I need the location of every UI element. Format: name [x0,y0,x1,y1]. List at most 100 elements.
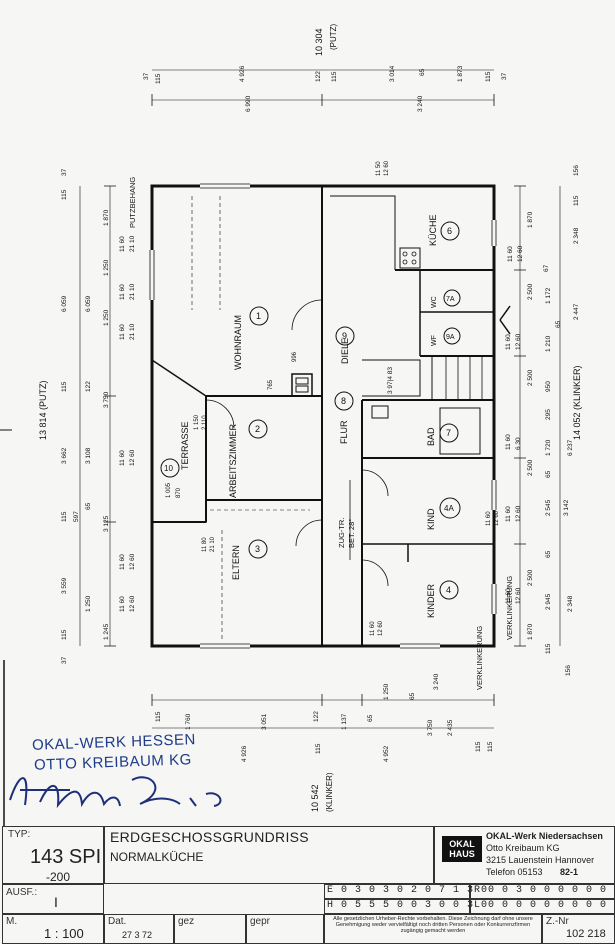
company-name: OKAL-Werk Niedersachsen [486,831,603,841]
dim-right: 65 [545,550,552,558]
znr-value: 102 218 [566,928,606,940]
dim-bottom: 3 051 [261,713,268,730]
dim-left-pair: 11 60 [119,554,126,570]
handwritten-signature [9,776,222,809]
dim-inner: 11 80 [202,537,208,552]
dim-left: 115 [61,511,68,522]
room-label-diele: DIELE [340,338,350,364]
label-verklinkerung-right: VERKLINKERUNG [505,576,514,640]
dim-left: 3 559 [61,577,68,594]
dat-label: Dat. [108,916,127,927]
room-number-1: 1 [256,311,261,321]
dim-right: 3 142 [563,499,570,516]
dim-inner: 12 60 [494,510,500,526]
company-address: 3215 Lauenstein Hannover [486,855,595,865]
dim-right-pair: 12 60 [515,505,522,522]
dim-inner: 1 005 [166,482,172,498]
room-number-4a: 4A [444,504,454,513]
znr-label: Z.-Nr [546,916,569,927]
typ-value: 143 SPI [30,846,102,868]
room-label-wc: WC [431,296,438,308]
room-number-10: 10 [164,464,173,473]
dim-left-pair: 21 10 [129,323,136,340]
room-label-kinder: KINDER [426,583,436,618]
dim-right: 6 237 [567,439,574,456]
label-bet: BET. 28° [347,519,356,548]
dim-right-pair: 11 60 [505,434,512,450]
dim-bottom-klinker: (KLINKER) [325,772,334,812]
dim-left-pair: 11 60 [119,324,126,340]
dim-bottom: 1 760 [185,713,192,730]
room-label-kind: KIND [426,508,436,530]
dim-left: 37 [61,168,68,176]
label-putzbehang: PUTZBEHANG [128,177,137,228]
room-number-8: 8 [341,396,346,406]
room-label-bad: BAD [426,427,436,446]
dim-left: 65 [85,502,92,510]
room-number-7: 7 [446,428,451,438]
m-label: M. [6,916,18,927]
dim-left: 1 250 [85,595,92,612]
typ-cell [2,826,104,884]
dim-bottom: 4 952 [383,745,390,762]
dim-bottom: 3 750 [427,719,434,736]
dim-top2: 3 240 [417,95,424,112]
ausf-cell [2,884,104,914]
ausf-label: AUSF.: [6,887,38,898]
floor-plan-drawing: WOHNRAUM 1 ARBEITSZIMMER 2 ELTERN 3 KIND… [0,23,582,826]
dim-left: 3 662 [61,447,68,464]
dim-right-pair: 12 60 [515,587,522,604]
dim-right: 115 [545,643,552,654]
dim-top: 115 [331,71,338,82]
room-label-eltern: ELTERN [231,545,241,580]
dim-right-pair: 11 60 [507,246,514,262]
code-r: R 0 0 3 0 0 0 0 0 0 [474,885,608,896]
code-e-cell [324,884,470,899]
dim-right: 115 [573,195,580,206]
dim-right: 1 870 [527,623,534,640]
dim-left: 115 [61,629,68,640]
dim-left: 1 870 [103,209,110,226]
dim-left-pair: 12 60 [129,595,136,612]
dim-inner: 765 [268,379,274,390]
dim-bottom: 4 926 [241,745,248,762]
dim-left: 1 250 [103,259,110,276]
typ-sub: -200 [46,870,71,884]
dim-right-pair: 11 60 [505,588,512,604]
dim-bottom: 3 240 [433,673,440,690]
dim-inner: 12 60 [384,160,390,176]
gez-label: gez [178,916,195,927]
dim-top-total: 10 304 [314,28,324,56]
room-number-9: 9 [342,331,347,341]
dim-right: 156 [565,665,572,676]
dim-right: 2 500 [527,459,534,476]
dim-top: 4 926 [239,65,246,82]
room-number-4: 4 [446,585,451,595]
dim-right: 65 [555,320,562,328]
dim-top2: 6 990 [245,95,252,112]
code-h: H 0 5 5 5 0 0 3 0 0 3 0 [327,900,489,911]
label-stair-note: 3 97|4 83 [387,367,394,394]
drawing-title-cell [104,826,434,884]
dim-bottom: 65 [409,692,416,700]
room-label-kueche: KÜCHE [428,214,438,246]
dim-bottom: 1 250 [383,683,390,700]
company-phone-ext: 82-1 [560,867,579,877]
dim-right-pair: 11 60 [505,334,512,350]
dim-right: 950 [545,381,552,392]
dim-left: 597 [73,511,80,522]
dim-top-putz: (PUTZ) [329,23,338,50]
dim-right: 1 870 [527,211,534,228]
dim-right: 2 500 [527,569,534,586]
room-label-arbeitszimmer: ARBEITSZIMMER [228,423,238,498]
dim-right: 156 [573,165,580,176]
dim-left-pair: 11 60 [119,284,126,300]
dim-right-pair: 12 60 [517,245,524,262]
dim-left-pair: 12 60 [129,449,136,466]
dim-right: 2 945 [545,593,552,610]
dim-right: 2 500 [527,369,534,386]
room-label-terrasse: TERRASSE [180,421,190,470]
gepr-label: gepr [250,916,271,927]
room-number-3: 3 [255,544,260,554]
dim-left: 1 245 [103,623,110,640]
